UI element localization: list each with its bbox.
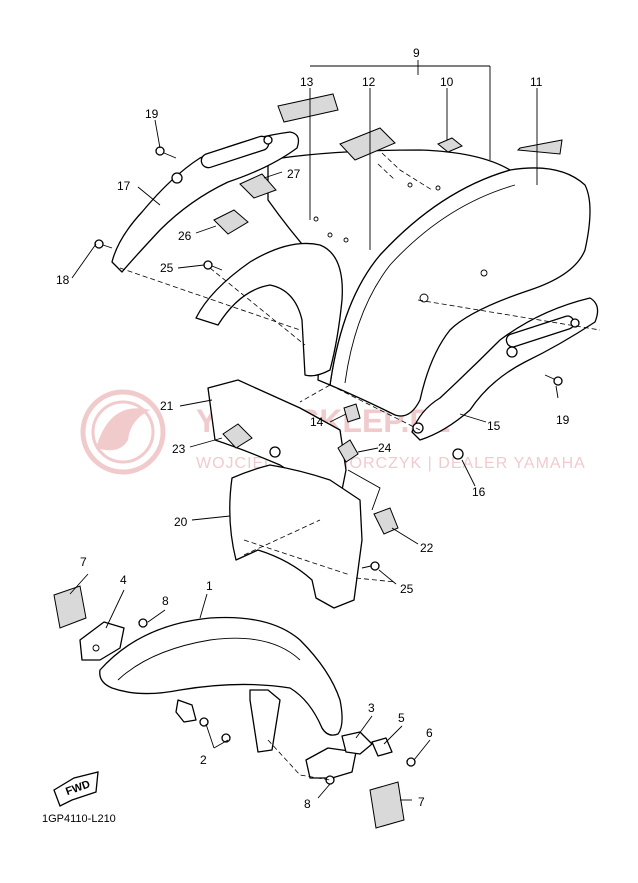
decal-11 xyxy=(516,139,563,155)
callout-15: 15 xyxy=(487,419,501,433)
callout-10: 10 xyxy=(440,75,454,89)
callout-6: 6 xyxy=(426,726,433,740)
pad-24 xyxy=(337,439,359,463)
callout-20: 20 xyxy=(174,515,188,529)
decal-26 xyxy=(213,209,249,235)
callouts: 9 13 12 10 11 19 17 27 26 25 18 21 14 15… xyxy=(56,46,570,811)
callout-7-right: 7 xyxy=(418,795,425,809)
pad-23 xyxy=(222,423,253,449)
callout-4: 4 xyxy=(120,573,127,587)
pad-14 xyxy=(343,403,361,423)
callout-16: 16 xyxy=(472,485,486,499)
callout-8-left: 8 xyxy=(162,594,169,608)
callout-11: 11 xyxy=(530,75,543,89)
decal-27 xyxy=(239,173,277,199)
decal-10 xyxy=(437,137,463,153)
callout-12: 12 xyxy=(362,75,376,89)
callout-14: 14 xyxy=(310,415,324,429)
pad-22 xyxy=(373,507,399,535)
callout-18: 18 xyxy=(56,273,70,287)
front-left-reflector xyxy=(53,585,87,629)
callout-19-right: 19 xyxy=(556,413,570,427)
callout-8-right: 8 xyxy=(304,797,311,811)
callout-5: 5 xyxy=(398,711,405,725)
rubber-pads xyxy=(222,403,399,535)
callout-23: 23 xyxy=(172,442,186,456)
left-side-rail xyxy=(111,131,300,273)
fwd-arrow-icon: FWD xyxy=(53,771,99,807)
front-install-line xyxy=(267,739,331,781)
decal-12 xyxy=(339,127,396,161)
watermark-logo xyxy=(80,389,166,475)
callout-19-left: 19 xyxy=(145,107,159,121)
front-left-bracket xyxy=(79,621,125,661)
bolt-18 xyxy=(94,239,113,249)
bolt-25-lower xyxy=(361,561,380,571)
callout-26: 26 xyxy=(178,229,192,243)
bolts xyxy=(94,146,563,571)
bolt-19-left xyxy=(155,146,177,159)
front-right-reflector xyxy=(369,781,405,829)
diagram-code: 1GP4110-L210 xyxy=(42,813,116,825)
callout-9: 9 xyxy=(413,46,420,60)
callout-25-upper: 25 xyxy=(160,261,174,275)
bolt-16 xyxy=(452,448,464,460)
decal-13 xyxy=(277,93,339,123)
bolt-19-right xyxy=(544,374,563,386)
fender-mud-flap xyxy=(207,379,381,609)
bolt-25-upper xyxy=(203,260,223,271)
right-side-rail xyxy=(411,297,599,441)
callout-2: 2 xyxy=(200,753,207,767)
front-right-bracket xyxy=(305,731,393,779)
callout-3: 3 xyxy=(368,701,375,715)
callout-25-lower: 25 xyxy=(400,582,414,596)
callout-7-left: 7 xyxy=(80,555,87,569)
callout-17: 17 xyxy=(117,179,131,193)
leader-lines xyxy=(69,60,559,801)
callout-1: 1 xyxy=(206,579,213,593)
front-fender xyxy=(99,616,343,753)
callout-24: 24 xyxy=(378,441,392,455)
decals xyxy=(213,93,563,235)
callout-22: 22 xyxy=(420,541,434,555)
callout-21: 21 xyxy=(160,399,174,413)
install-lines xyxy=(119,152,601,583)
callout-13: 13 xyxy=(300,75,314,89)
callout-27: 27 xyxy=(287,167,301,181)
rear-fender-inner-panel xyxy=(195,242,343,377)
